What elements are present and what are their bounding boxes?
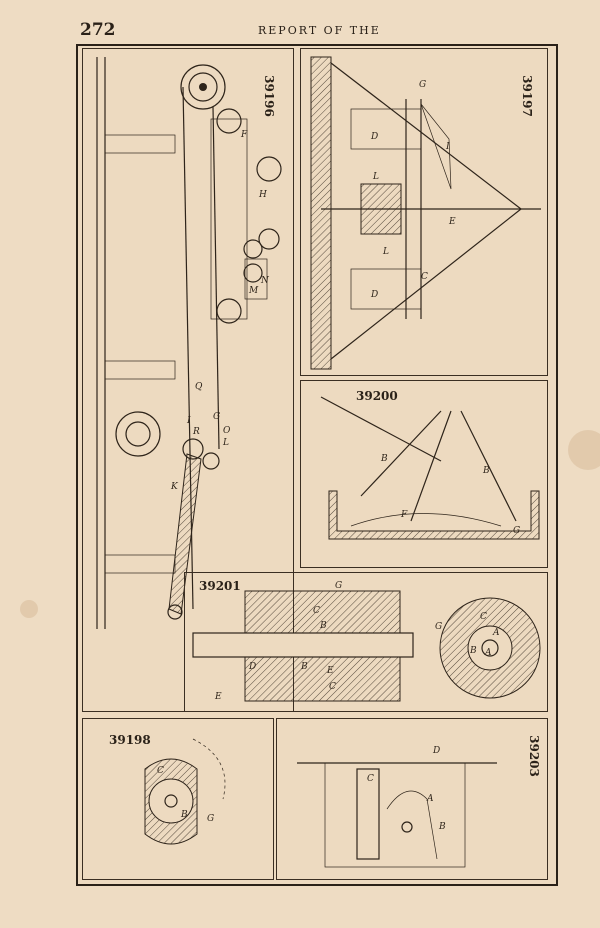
- svg-text:G: G: [513, 526, 520, 536]
- svg-text:D: D: [370, 290, 378, 300]
- svg-text:B: B: [469, 646, 477, 656]
- svg-text:M: M: [248, 286, 259, 296]
- figure-number: 39201: [199, 579, 241, 593]
- svg-text:B: B: [438, 822, 446, 832]
- svg-text:C: C: [313, 606, 320, 616]
- svg-text:E: E: [214, 692, 222, 702]
- svg-text:L: L: [372, 172, 379, 182]
- svg-text:F: F: [400, 510, 408, 520]
- svg-text:B: B: [180, 810, 188, 820]
- svg-text:C: C: [367, 774, 374, 784]
- svg-text:D: D: [248, 662, 256, 672]
- svg-text:G: G: [213, 412, 220, 422]
- svg-text:C: C: [421, 272, 428, 282]
- svg-text:B: B: [300, 662, 308, 672]
- svg-text:O: O: [223, 426, 231, 436]
- svg-text:G: G: [207, 814, 214, 824]
- svg-text:B: B: [482, 466, 490, 476]
- svg-text:K: K: [170, 482, 179, 492]
- svg-text:D: D: [370, 132, 378, 142]
- svg-text:G: G: [335, 581, 342, 591]
- svg-text:A: A: [426, 794, 434, 804]
- svg-text:R: R: [192, 427, 200, 437]
- running-head: REPORT OF THE: [258, 24, 381, 37]
- figure-39197-drawing: G D I L E L C D: [310, 56, 541, 370]
- svg-text:L: L: [382, 247, 389, 257]
- figure-39196-drawing: F H NM GO L I R Q K: [96, 57, 282, 629]
- svg-text:A: A: [484, 648, 492, 658]
- svg-text:C: C: [157, 766, 164, 776]
- figure-39198-drawing: C B G: [144, 738, 226, 845]
- figure-39198: 39198 C B G: [82, 718, 274, 880]
- svg-text:G: G: [419, 80, 426, 90]
- svg-text:I: I: [186, 416, 191, 426]
- svg-text:H: H: [258, 190, 267, 200]
- page-number: 272: [80, 20, 116, 40]
- figure-39203-drawing: D C A B: [297, 746, 497, 868]
- figure-number: 39198: [109, 733, 151, 747]
- figure-39200-drawing: B B F G: [320, 396, 540, 540]
- svg-text:D: D: [432, 746, 440, 756]
- svg-text:L: L: [222, 438, 229, 448]
- figure-39200: 39200 B B F G: [300, 380, 548, 568]
- svg-text:F: F: [240, 130, 248, 140]
- svg-text:E: E: [326, 666, 334, 676]
- svg-text:N: N: [260, 276, 270, 286]
- svg-text:C: C: [480, 612, 487, 622]
- svg-text:A: A: [492, 628, 500, 638]
- svg-text:B: B: [380, 454, 388, 464]
- svg-text:I: I: [445, 142, 450, 152]
- svg-text:E: E: [448, 217, 456, 227]
- figure-number: 39200: [356, 389, 398, 403]
- page-header: 272 REPORT OF THE: [0, 0, 600, 40]
- svg-text:C: C: [329, 682, 336, 692]
- svg-text:B: B: [319, 621, 327, 631]
- svg-text:Q: Q: [195, 382, 203, 392]
- svg-text:G: G: [435, 622, 442, 632]
